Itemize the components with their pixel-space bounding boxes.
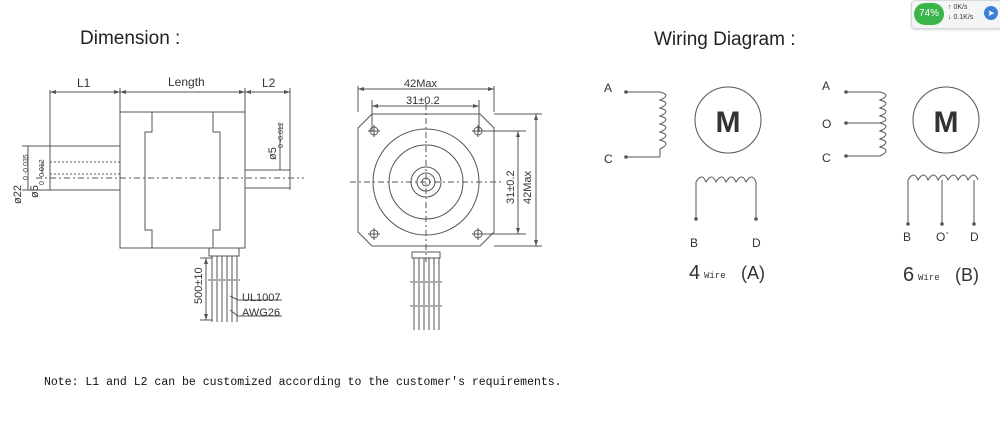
network-speed-widget[interactable]: 74% ↑ 0K/s ↓ 0.1K/s ➤ (911, 0, 1000, 29)
wire6-terminal-a: A (822, 79, 830, 93)
wire6-terminal-o: O (822, 117, 831, 131)
wire6-variant: (B) (955, 265, 979, 285)
wire6-terminal-c: C (822, 151, 831, 165)
rocket-icon[interactable]: ➤ (984, 6, 998, 20)
wire6-count: 6 (903, 264, 914, 286)
wire6-terminal-b: B (903, 230, 911, 244)
dim-length: Length (168, 75, 205, 89)
dim-bore-tol: 0 -0.012 (39, 159, 46, 185)
dim-lead-length: 500±10 (193, 267, 205, 304)
wire4-terminal-d: D (752, 236, 761, 250)
wire4-variant: (A) (741, 263, 765, 283)
customization-note: Note: L1 and L2 can be customized accord… (44, 376, 562, 389)
dim-hole-spacing: 31±0.2 (406, 95, 440, 107)
wire6-terminal-d: D (970, 230, 979, 244)
dim-shaft-diameter-tol: 0 -0.035 (23, 154, 30, 180)
wire4-word: Wire (704, 271, 726, 281)
wire4-terminal-b: B (690, 236, 698, 250)
dim-height-max: 42Max (522, 170, 534, 204)
dim-l1: L1 (77, 76, 91, 90)
wire6-terminal-o-prime: O` (936, 230, 949, 244)
wire4-terminal-a: A (604, 81, 612, 95)
dim-shaft-end-diameter: ø5 (267, 147, 279, 160)
cable-type: UL1007 (242, 292, 281, 304)
wire4-terminal-c: C (604, 152, 613, 166)
wiring-heading: Wiring Diagram : (654, 29, 796, 50)
download-rate: ↓ 0.1K/s (948, 14, 974, 21)
dimension-heading: Dimension : (80, 28, 181, 49)
dim-l2: L2 (262, 76, 276, 90)
wire6-motor-symbol: M (934, 106, 959, 139)
cable-gauge: AWG26 (242, 307, 280, 319)
dim-shaft-diameter: ø22 (12, 185, 24, 204)
upload-rate: ↑ 0K/s (948, 4, 968, 11)
wire4-count: 4 (689, 262, 700, 284)
wire4-motor-symbol: M (716, 106, 741, 139)
dim-hole-spacing-v: 31±0.2 (505, 170, 517, 204)
usage-gauge: 74% (914, 3, 944, 25)
wire6-word: Wire (918, 273, 940, 283)
dim-bore-diameter: ø5 (29, 185, 41, 198)
dim-width-max: 42Max (404, 78, 438, 90)
dim-shaft-end-tol: 0 -0.012 (278, 122, 285, 148)
